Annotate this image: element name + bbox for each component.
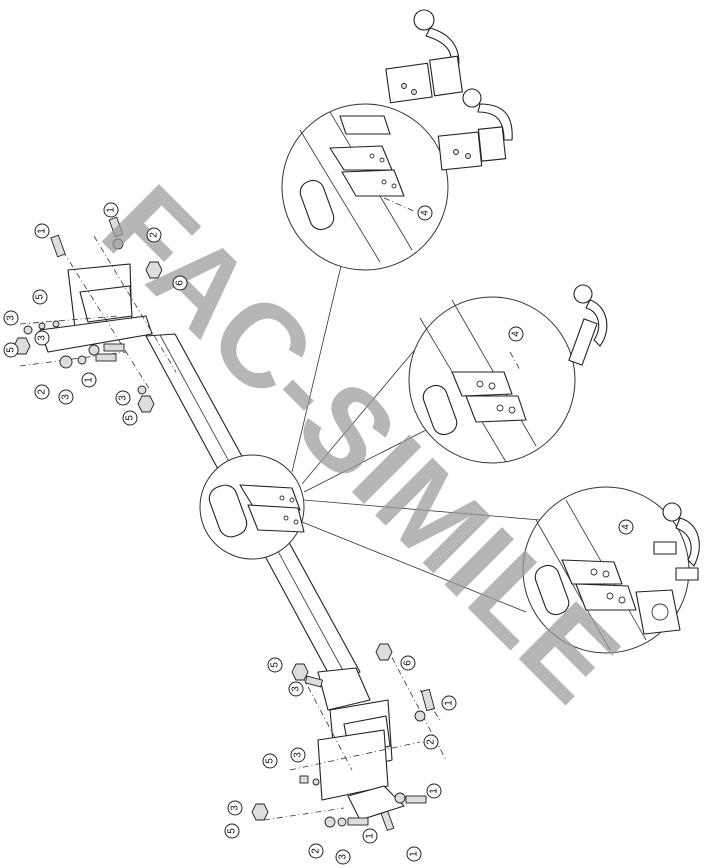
callout-c22: 5 [262, 753, 278, 769]
callout-c11: 1 [81, 372, 97, 388]
callout-c27-label: 2 [311, 848, 322, 854]
callout-c1-label: 1 [37, 228, 48, 234]
bottom-detail-circle [522, 486, 690, 654]
callout-c2: 1 [103, 202, 119, 218]
callout-c11-label: 1 [84, 377, 95, 383]
callout-c4: 6 [172, 275, 188, 291]
callout-c9: 2 [34, 384, 50, 400]
callout-c14: 4 [417, 205, 433, 221]
callout-c10-label: 3 [61, 394, 72, 400]
callout-c5-label: 5 [35, 294, 46, 300]
callout-c19-label: 3 [291, 686, 302, 692]
callout-c23: 3 [290, 747, 306, 763]
callout-c6: 3 [3, 310, 19, 326]
callout-c27: 2 [308, 843, 324, 859]
callout-c8-label: 3 [37, 335, 48, 341]
callout-c12-label: 3 [118, 395, 129, 401]
tow-ball-middle [568, 284, 608, 366]
callout-c26: 5 [224, 823, 240, 839]
callout-c23-label: 3 [293, 752, 304, 758]
callout-c7: 5 [3, 342, 19, 358]
callout-c10: 3 [58, 389, 74, 405]
callout-c21-label: 2 [426, 739, 437, 745]
tow-ball-second [437, 88, 513, 171]
callout-c19: 3 [288, 681, 304, 697]
callout-c24: 1 [426, 783, 442, 799]
callout-c25-label: 3 [230, 805, 241, 811]
callout-c29-label: 1 [365, 833, 376, 839]
callout-c17-label: 5 [270, 662, 281, 668]
callout-c30-label: 1 [409, 851, 420, 857]
callout-c3: 2 [146, 227, 162, 243]
callout-c26-label: 5 [227, 828, 238, 834]
callout-c12: 3 [115, 390, 131, 406]
bottom-bracket-assembly [251, 643, 447, 832]
callout-c15: 4 [508, 326, 524, 342]
callout-c20-label: 1 [444, 700, 455, 706]
callout-c29: 1 [362, 828, 378, 844]
center-detail-circle [199, 454, 305, 560]
callout-c13-label: 5 [125, 415, 136, 421]
callout-c16-label: 4 [621, 524, 632, 530]
callout-c22-label: 5 [265, 758, 276, 764]
leader-lines [291, 265, 541, 613]
callout-c9-label: 2 [37, 389, 48, 395]
callout-c1: 1 [34, 223, 50, 239]
callout-c13: 5 [122, 410, 138, 426]
callout-c24-label: 1 [429, 788, 440, 794]
left-bracket-assembly [13, 216, 177, 413]
callout-c21: 2 [423, 734, 439, 750]
callout-c5: 5 [32, 289, 48, 305]
callout-c4-label: 6 [175, 280, 186, 286]
callout-c30: 1 [406, 846, 422, 862]
callout-c20: 1 [441, 695, 457, 711]
middle-detail-circle [408, 296, 576, 464]
callout-c8: 3 [34, 330, 50, 346]
callout-c6-label: 3 [6, 315, 17, 321]
callout-c25: 3 [227, 800, 243, 816]
callout-c7-label: 5 [6, 347, 17, 353]
callout-c3-label: 2 [149, 232, 160, 238]
callout-c18-label: 6 [403, 660, 414, 666]
callout-c14-label: 4 [420, 210, 431, 216]
callout-c28: 3 [335, 849, 351, 865]
callout-c2-label: 1 [106, 207, 117, 213]
callout-c15-label: 4 [511, 331, 522, 337]
callout-c28-label: 3 [338, 854, 349, 860]
callout-c17: 5 [267, 657, 283, 673]
tow-ball-top [385, 9, 463, 104]
callout-c16: 4 [618, 519, 634, 535]
callout-c18: 6 [400, 655, 416, 671]
top-detail-circle [281, 103, 449, 271]
tow-ball-bottom [653, 502, 700, 581]
